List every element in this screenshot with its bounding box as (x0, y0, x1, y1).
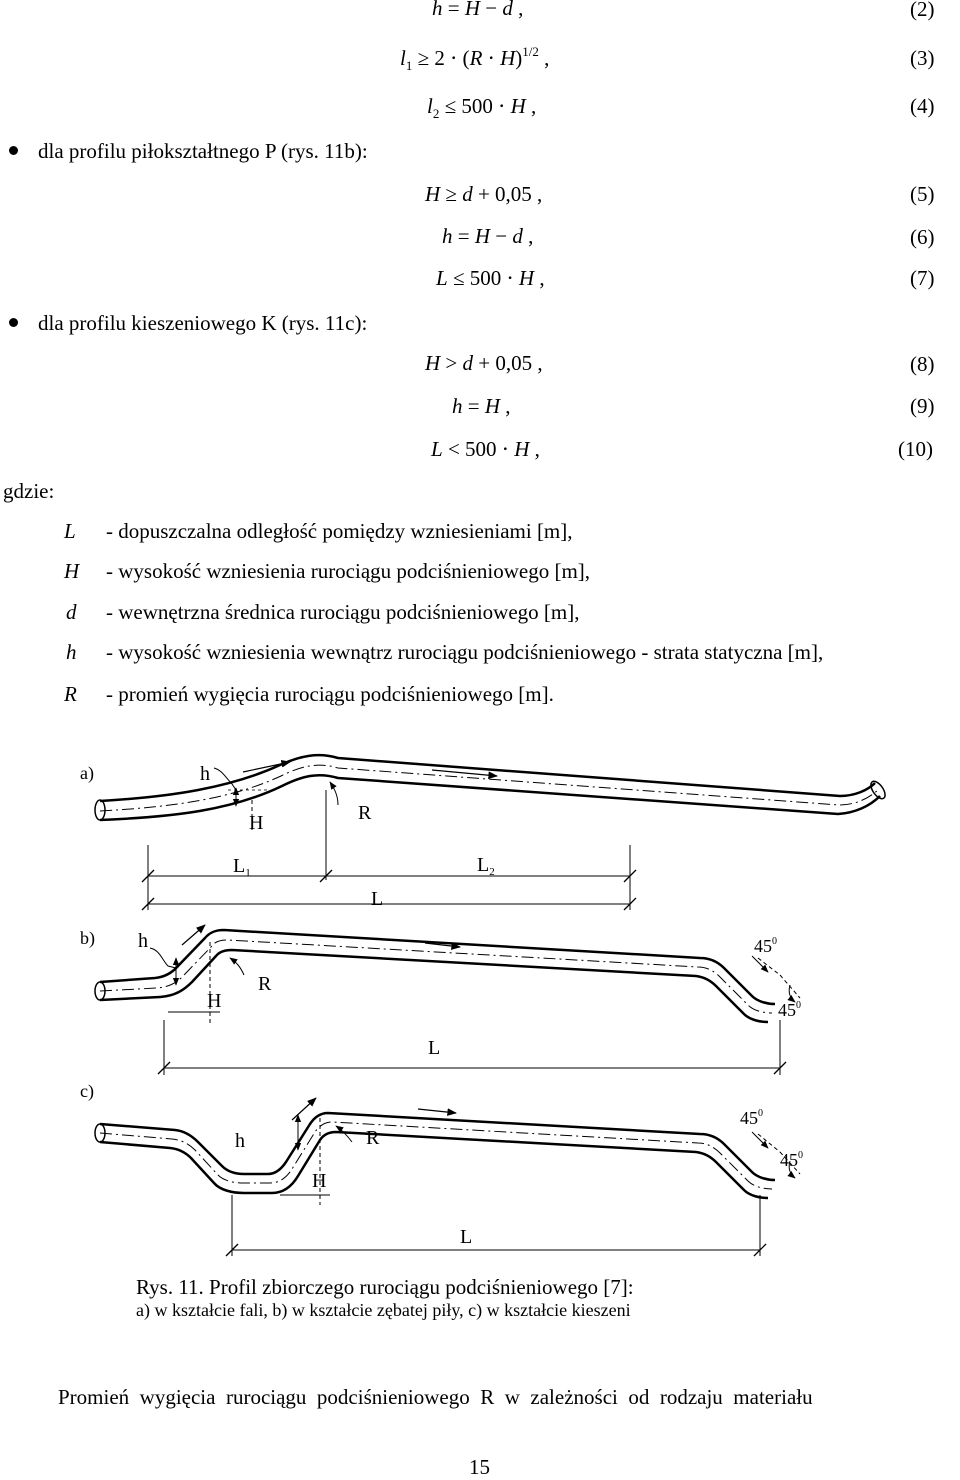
def-symbol-d: d (66, 600, 77, 624)
fig-b-label: b) (80, 928, 95, 949)
profile-c-pocket (94, 1097, 801, 1257)
pipeline-profile-figure: a) h H R L1 L2 L b) h H R 450 450 L (80, 753, 886, 1257)
profile-a-wave (94, 753, 886, 911)
pipe-c-top (99, 1111, 776, 1182)
fig-c-H-label: H (312, 1170, 326, 1192)
bullet-dot (9, 318, 18, 327)
equation-number-10: (10) (898, 437, 933, 461)
equation-number-3: (3) (910, 46, 935, 70)
equation-4: l2 ≤ 500 ⋅ H , (427, 94, 537, 121)
def-symbol-H: H (64, 559, 80, 583)
equation-number-7: (7) (910, 266, 935, 290)
paragraph-start: Promień wygięcia rurociągu podciśnieniow… (58, 1385, 813, 1409)
fig-a-H-label: H (249, 812, 263, 834)
equation-number-9: (9) (910, 394, 935, 418)
pipe-a-bottom (99, 774, 881, 822)
equation-2: h = H − d , (432, 0, 524, 20)
fig-a-R-label: R (358, 802, 372, 824)
def-text-h: - wysokość wzniesienia wewnątrz rurociąg… (106, 640, 824, 664)
page-number: 15 (469, 1455, 490, 1479)
profile-b-sawtooth (94, 924, 801, 1075)
pipe-c-bottom (99, 1130, 769, 1200)
pipe-a-left-end (94, 799, 106, 821)
pipe-b-bottom (99, 948, 769, 1024)
equation-5: H ≥ d + 0,05 , (425, 182, 543, 206)
equation-9: h = H , (452, 394, 511, 418)
fig-c-R-label: R (366, 1127, 380, 1149)
fig-a-L-label: L (371, 888, 383, 910)
equation-3: l1 ≥ 2 ⋅ (R ⋅ H)1/2 , (400, 44, 550, 73)
fig-a-h-label: h (200, 763, 210, 785)
equation-number-6: (6) (910, 225, 935, 249)
fig-c-L-label: L (460, 1226, 472, 1248)
pipe-c-left-end (94, 1123, 106, 1143)
def-symbol-h: h (66, 640, 77, 664)
fig-c-angle1-label: 450 (740, 1108, 763, 1128)
equation-10: L < 500 ⋅ H , (431, 437, 540, 461)
fig-c-h-label: h (235, 1130, 245, 1152)
figure-caption-title: Rys. 11. Profil zbiorczego rurociągu pod… (136, 1275, 634, 1299)
bullet-dot (9, 146, 18, 155)
fig-b-H-label: H (207, 990, 221, 1012)
fig-b-angle1-label: 450 (754, 936, 777, 956)
fig-a-label: a) (80, 763, 94, 784)
bullet-sawtooth: dla profilu piłokształtnego P (rys. 11b)… (9, 139, 368, 164)
equation-number-4: (4) (910, 94, 935, 118)
equation-7: L ≤ 500 ⋅ H , (436, 266, 545, 290)
def-symbol-L: L (64, 519, 76, 543)
equation-number-8: (8) (910, 352, 935, 376)
def-text-R: - promień wygięcia rurociągu podciśnieni… (106, 682, 554, 706)
fig-a-L2-label: L2 (477, 854, 495, 878)
gdzie-label: gdzie: (3, 479, 55, 503)
equation-number-2: (2) (910, 0, 935, 21)
bullet-pocket: dla profilu kieszeniowego K (rys. 11c): (9, 311, 367, 336)
pipe-b-left-end (94, 981, 106, 1001)
fig-c-angle2-label: 450 (780, 1150, 803, 1170)
pipe-a-axis (99, 764, 879, 812)
fig-b-L-label: L (428, 1037, 440, 1059)
def-text-L: - dopuszczalna odległość pomiędzy wznies… (106, 519, 573, 543)
def-symbol-R: R (64, 682, 77, 706)
fig-a-L1-label: L1 (233, 855, 251, 879)
equation-8: H > d + 0,05 , (425, 351, 543, 375)
pipe-a-right-end (870, 780, 886, 800)
pipe-b-top (99, 928, 776, 1006)
pipe-a-top (99, 753, 876, 803)
pipe-b-axis (99, 939, 773, 1014)
equation-number-5: (5) (910, 182, 935, 206)
fig-c-label: c) (80, 1081, 94, 1102)
fig-b-angle2-label: 450 (778, 1000, 801, 1020)
def-text-H: - wysokość wzniesienia rurociągu podciśn… (106, 559, 591, 583)
figure-caption-subtitle: a) w kształcie fali, b) w kształcie zęba… (136, 1300, 631, 1320)
equation-6: h = H − d , (442, 224, 534, 248)
fig-b-R-label: R (258, 973, 272, 995)
pipe-c-axis (99, 1121, 773, 1190)
def-text-d: - wewnętrzna średnica rurociągu podciśni… (106, 600, 580, 624)
fig-b-h-label: h (138, 930, 148, 952)
